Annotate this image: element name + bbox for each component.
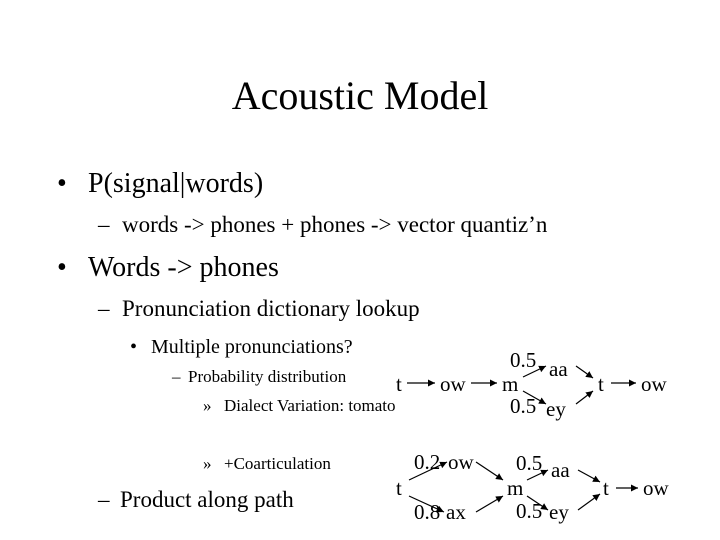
phone-node: t bbox=[603, 476, 609, 500]
dash-marker: – bbox=[172, 367, 181, 386]
probability-label: 0.5 bbox=[510, 394, 537, 418]
probability-label: 0.5 bbox=[516, 451, 543, 475]
probability-label: 0.2 bbox=[414, 450, 441, 474]
arrow-m-ey bbox=[526, 495, 549, 511]
dash-marker: – bbox=[98, 487, 110, 512]
phone-node: aa bbox=[551, 458, 570, 482]
phone-node: m bbox=[502, 372, 519, 396]
arrow-ey-t bbox=[575, 390, 594, 405]
phone-node: ow bbox=[643, 476, 669, 500]
probability-label: 0.5 bbox=[510, 348, 537, 372]
probability-label: 0.8 bbox=[414, 500, 441, 524]
bullet-signal-words: P(signal|words) bbox=[88, 168, 264, 199]
phone-node: ey bbox=[549, 500, 569, 524]
phone-node: m bbox=[507, 476, 524, 500]
bullet-dialect: Dialect Variation: tomato bbox=[224, 396, 396, 415]
arrow-t-ax-08 bbox=[408, 495, 445, 513]
phone-node: ow bbox=[641, 372, 667, 396]
bullet-probability: Probability distribution bbox=[188, 367, 347, 386]
sub-bullet-phones-vq: words -> phones + phones -> vector quant… bbox=[122, 212, 548, 237]
arrow-m-aa bbox=[522, 365, 547, 378]
phone-node: ow bbox=[448, 450, 474, 474]
arrow-marker: » bbox=[203, 454, 212, 473]
arrow-m-aa bbox=[526, 469, 549, 481]
phone-node: t bbox=[396, 476, 402, 500]
sub-bullet-dictionary: Pronunciation dictionary lookup bbox=[122, 296, 420, 321]
phone-node: aa bbox=[549, 357, 568, 381]
dash-marker: – bbox=[98, 296, 110, 321]
probability-label: 0.5 bbox=[516, 499, 543, 523]
arrow-aa-t bbox=[575, 365, 594, 379]
phone-node: ax bbox=[446, 500, 466, 524]
arrow-m-ey bbox=[522, 390, 547, 405]
phone-node: ow bbox=[440, 372, 466, 396]
arrow-aa-t bbox=[577, 469, 601, 483]
bullet-marker: • bbox=[57, 252, 67, 283]
bullet-multiple-pronunciations: Multiple pronunciations? bbox=[151, 336, 353, 358]
phone-node: ey bbox=[546, 397, 566, 421]
arrow-ey-t bbox=[577, 493, 601, 511]
slide-title: Acoustic Model bbox=[231, 73, 489, 118]
bullet-coarticulation: +Coarticulation bbox=[224, 454, 331, 473]
phone-node: t bbox=[396, 372, 402, 396]
bullet-marker: • bbox=[57, 168, 67, 199]
bullet-marker: • bbox=[130, 336, 138, 358]
phone-node: t bbox=[598, 372, 604, 396]
bullet-product-path: Product along path bbox=[120, 487, 294, 512]
arrow-ax-m bbox=[475, 495, 504, 513]
arrow-ow-m bbox=[475, 461, 504, 481]
arrow-t-ow-02 bbox=[408, 461, 448, 481]
dash-marker: – bbox=[98, 212, 110, 237]
bullet-words-phones: Words -> phones bbox=[88, 252, 279, 283]
arrow-marker: » bbox=[203, 396, 212, 415]
